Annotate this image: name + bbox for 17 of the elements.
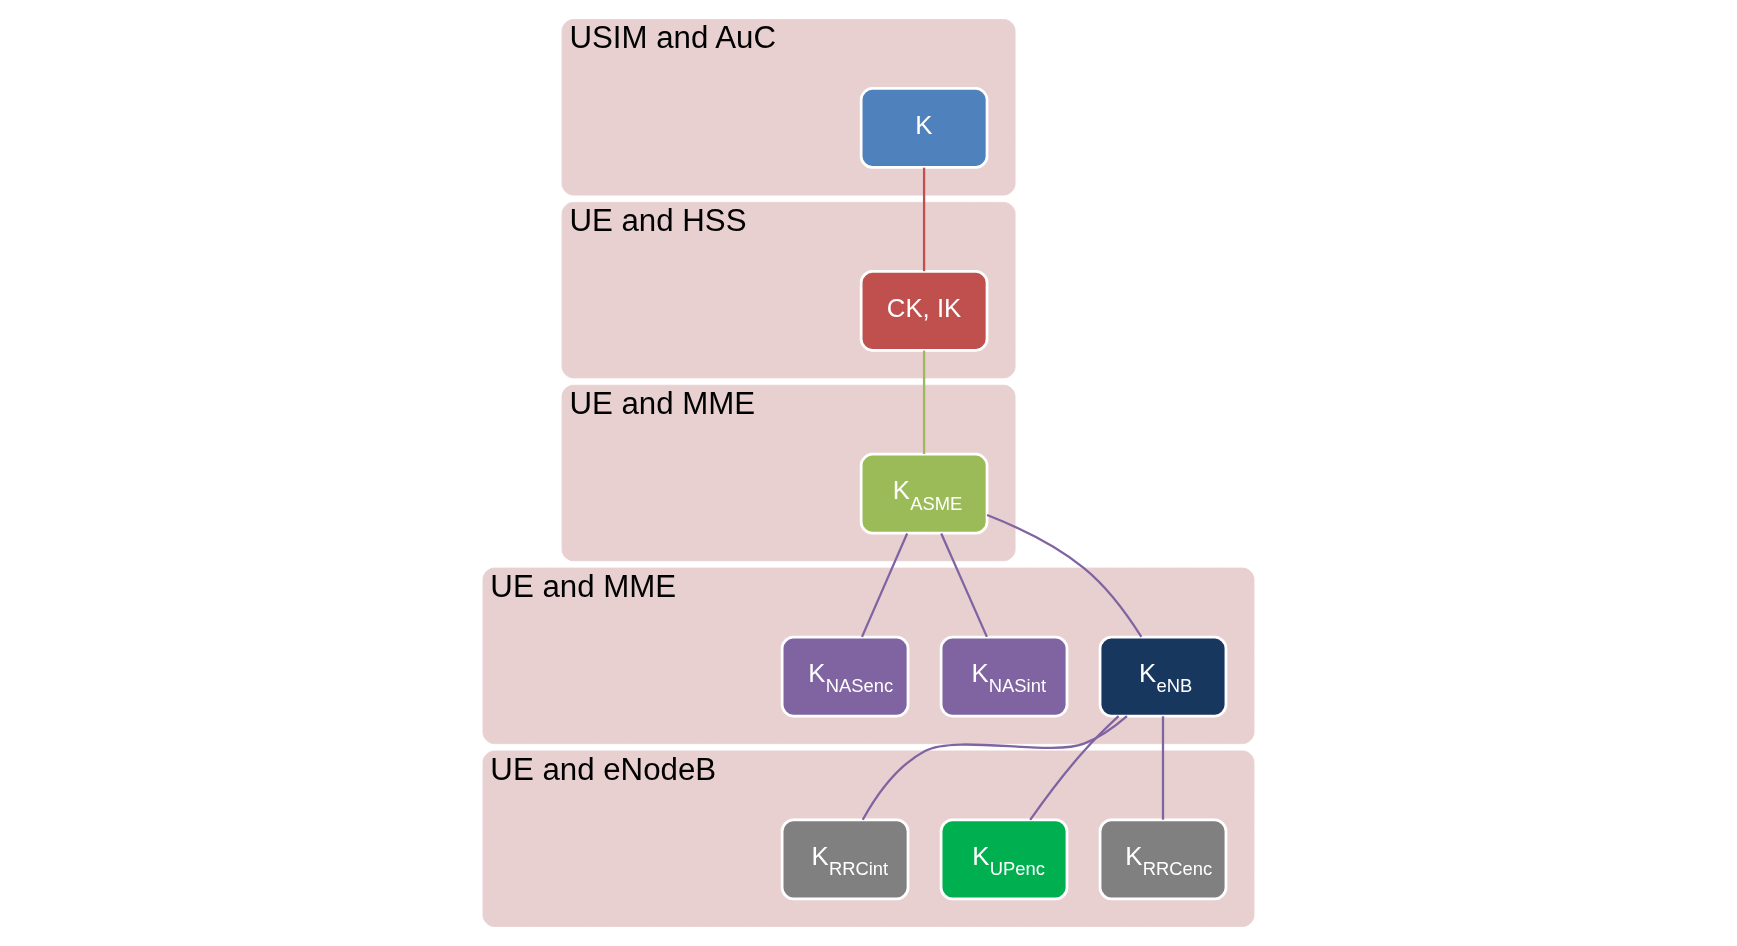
connector xyxy=(940,532,988,638)
node-box: K xyxy=(859,87,989,169)
node-box: K$_{NASenc}$ xyxy=(780,635,910,718)
node-box: K$_{NASint}$ xyxy=(939,635,1069,718)
connector xyxy=(922,167,926,272)
connector xyxy=(1161,716,1165,820)
connector xyxy=(986,513,1143,638)
node-box: CK, IK xyxy=(859,269,989,352)
node-box: K$_{RRCenc}$ xyxy=(1098,818,1228,901)
node-box: K$_{RRCint}$ xyxy=(780,818,910,901)
connector xyxy=(860,532,909,638)
node-box: K$_{eNB}$ xyxy=(1098,635,1228,718)
connector xyxy=(922,350,926,454)
node-box: K$_{ASME}$ xyxy=(859,452,989,535)
connector xyxy=(1029,715,1120,821)
node-box: K$_{UPenc}$ xyxy=(939,818,1069,901)
connector xyxy=(861,715,1128,821)
